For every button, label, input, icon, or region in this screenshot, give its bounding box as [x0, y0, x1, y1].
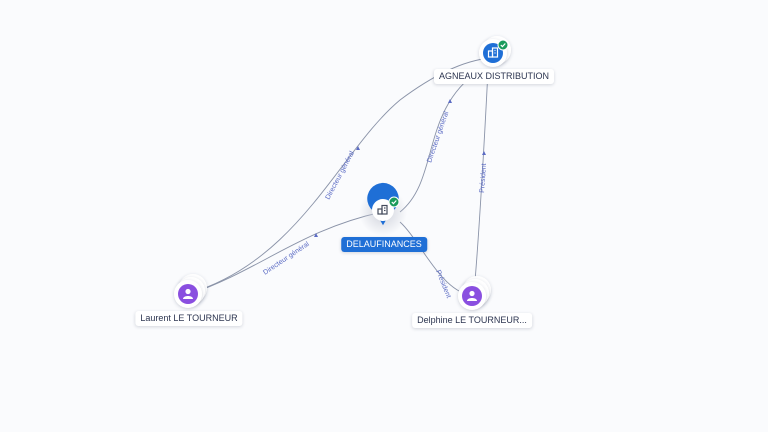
edge-delaufinances-agneaux[interactable] — [399, 69, 481, 213]
building-icon — [487, 47, 499, 58]
check-badge-icon — [388, 196, 400, 208]
node-delphine-le-tourneur[interactable] — [458, 276, 491, 310]
node-label-delphine-le-tourneur[interactable]: Delphine LE TOURNEUR... — [412, 313, 532, 328]
node-label-agneaux-distribution[interactable]: AGNEAUX DISTRIBUTION — [433, 69, 555, 84]
node-delaufinances[interactable] — [359, 182, 407, 236]
arrow-marker — [356, 146, 360, 150]
person-icon — [183, 288, 193, 299]
edge-label-delphine-agneaux: Président — [479, 163, 488, 193]
node-label-delaufinances[interactable]: DELAUFINANCES — [341, 237, 427, 252]
edge-laurent-delaufinances[interactable] — [189, 211, 383, 295]
edge-label-laurent-agneaux: Directeur général — [325, 150, 357, 201]
edge-delphine-agneaux[interactable] — [473, 69, 489, 293]
person-icon — [467, 290, 477, 301]
edges — [189, 57, 491, 296]
arrow-marker — [314, 233, 318, 237]
arrow-marker — [448, 99, 452, 103]
node-laurent-le-tourneur[interactable] — [174, 274, 207, 308]
arrow-marker — [482, 151, 486, 155]
edge-delphine-delaufinances[interactable] — [399, 221, 471, 296]
edge-label-delaufinances-agneaux: Directeur général — [426, 110, 450, 163]
edge-laurent-agneaux[interactable] — [189, 57, 491, 294]
building-icon — [377, 204, 388, 215]
edge-arrows — [314, 99, 486, 237]
edge-label-laurent-delaufinances: Directeur général — [262, 241, 311, 277]
node-label-laurent-le-tourneur[interactable]: Laurent LE TOURNEUR — [135, 311, 243, 326]
check-badge-icon — [497, 39, 509, 51]
node-agneaux-distribution[interactable] — [479, 36, 511, 67]
